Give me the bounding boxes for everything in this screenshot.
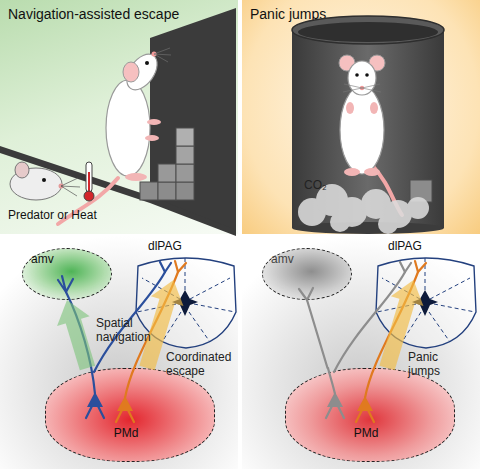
pag-outline (376, 256, 476, 348)
region-label: amv (31, 252, 54, 266)
predator-head (10, 162, 80, 200)
pag-outline (136, 256, 236, 348)
thermometer (84, 162, 94, 201)
panel-heading: Panic jumps (250, 6, 326, 22)
brain-region: dlPAG (142, 238, 232, 280)
arrow-head (57, 300, 90, 326)
cube (410, 180, 432, 202)
region-label: dlPAG (388, 239, 422, 253)
brain-region: PMd (45, 368, 215, 462)
neuron-orange (116, 261, 186, 422)
mouse (339, 55, 402, 215)
brain-region: dlPAG (382, 238, 472, 280)
brain-region: amv (262, 248, 352, 300)
brain-region: PMd (285, 368, 455, 462)
cylinder (292, 16, 444, 234)
projection-arrow (57, 300, 90, 368)
neuron-grey (299, 262, 411, 418)
arrow-shaft (147, 299, 168, 368)
projection-arrow (147, 280, 183, 368)
neuron-orange (356, 261, 426, 422)
projection-arrow (307, 300, 328, 368)
edge-label: Spatial navigation (96, 316, 158, 344)
scene-panel: Navigation-assisted escape (0, 0, 238, 234)
arrow-head (391, 280, 424, 306)
region-label: amv (271, 252, 294, 266)
projection-arrow (387, 280, 423, 368)
bottom-right-panel (242, 236, 480, 469)
region-label: dlPAG (148, 239, 182, 253)
panel-heading: Navigation-assisted escape (8, 6, 179, 22)
arrow-shaft (387, 299, 408, 368)
arrow-head (151, 280, 184, 306)
arena-wall (0, 8, 236, 236)
neuron-blue (58, 262, 171, 418)
stairs (140, 128, 194, 200)
region-label: PMd (114, 426, 139, 440)
bottom-left-panel (0, 236, 238, 469)
brain-region: amv (22, 248, 112, 300)
scene-panel: Panic jumps (242, 0, 480, 234)
co2-cloud (298, 184, 429, 234)
mouse (58, 48, 171, 224)
arrow-shaft (307, 300, 328, 368)
region-label: PMd (354, 426, 379, 440)
arrow-shaft (73, 319, 88, 368)
